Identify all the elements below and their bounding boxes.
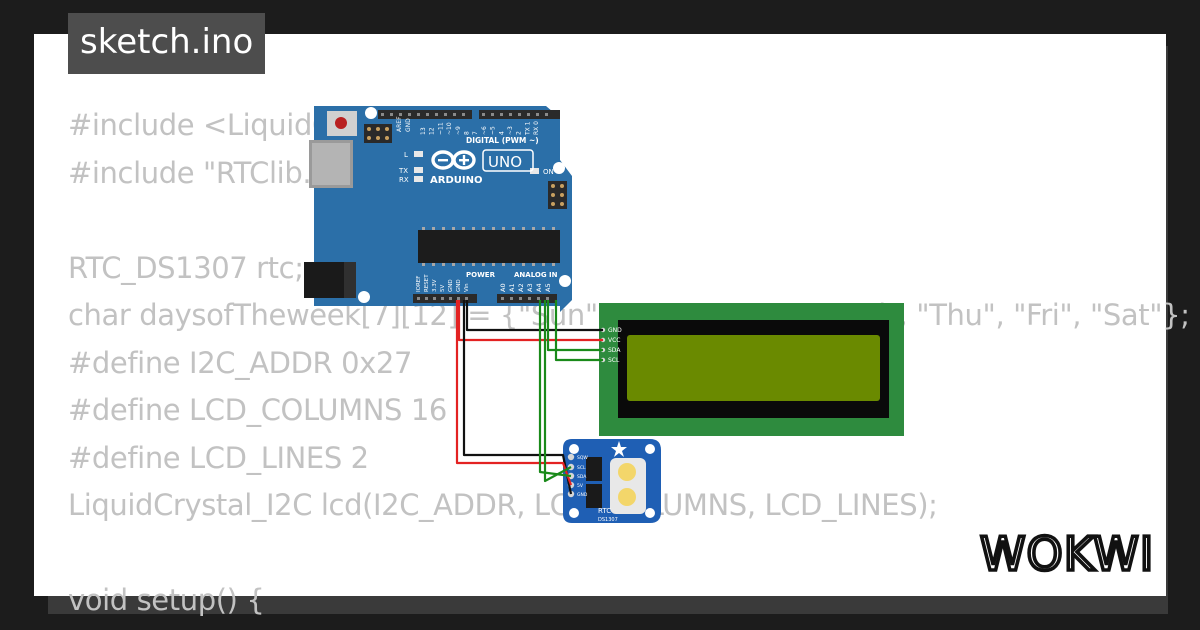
- wire-lcd-scl[interactable]: [554, 300, 603, 362]
- digital-pin-label: ~9: [455, 126, 462, 135]
- power-pin-label: GND: [448, 279, 454, 292]
- power-pin-label: RESET: [424, 274, 430, 292]
- power-pin-label: 3.3V: [432, 279, 438, 292]
- uno-badge: [482, 149, 534, 172]
- power-header: [413, 294, 477, 303]
- usb-port-inner: [312, 143, 350, 185]
- wire-rtc-sda[interactable]: [538, 300, 572, 478]
- mount-hole: [559, 275, 571, 287]
- analog-pin-label: A2: [517, 283, 525, 292]
- digital-pin-label: 8: [464, 131, 471, 135]
- digital-pin-label: 7: [472, 131, 479, 135]
- analog-pin-label: A0: [499, 283, 507, 292]
- wire-rtc-scl[interactable]: [543, 300, 572, 483]
- code-line: #define LCD_LINES 2: [68, 440, 369, 475]
- wokwi-logo-icon: WOKWI: [978, 525, 1155, 583]
- analog-pin-label: A4: [535, 283, 543, 292]
- rtc-ds1307-module[interactable]: SQW SCL SDA 5V GND RTC DS1307: [563, 439, 661, 523]
- digital-header-label: DIGITAL (PWM ~): [466, 136, 539, 145]
- led-rx-label: RX: [399, 176, 409, 184]
- digital-pin-label: ~10: [446, 122, 453, 135]
- code-line: #define LCD_COLUMNS 16: [68, 393, 447, 427]
- power-pin-label: 5V: [440, 285, 446, 292]
- arduino-logo-icon: [431, 150, 476, 170]
- sketch-filename-tab: sketch.ino: [68, 13, 266, 74]
- microcontroller-chip: [418, 230, 560, 263]
- icsp-header-top: [364, 124, 392, 143]
- led-rx: [414, 176, 423, 182]
- reset-button-cap: [335, 117, 347, 129]
- digital-pin-label: TX 1: [524, 121, 531, 136]
- wires: [455, 300, 603, 495]
- rtc-pin-label: SDA: [577, 474, 587, 480]
- led-tx-label: TX: [398, 167, 408, 175]
- digital-pin-label: RX 0: [533, 121, 540, 135]
- led-on-label: ON: [543, 168, 554, 176]
- power-pin-label: Vin: [464, 283, 470, 292]
- lcd-pin-scl: SCL: [608, 357, 620, 364]
- analog-pin-label: A1: [508, 283, 516, 292]
- digital-pin-label: 12: [429, 127, 436, 135]
- pin-label-gnd: GND: [405, 118, 412, 132]
- led-l-label: L: [404, 151, 408, 159]
- icsp-header-right: [548, 181, 567, 209]
- rtc-pin-label: GND: [577, 492, 588, 498]
- pin-label-aref: AREF: [396, 116, 403, 132]
- analog-pin-label: A5: [544, 283, 552, 292]
- rtc-chip: [586, 457, 602, 481]
- rtc-crystal: [586, 484, 602, 508]
- led-on: [530, 168, 539, 174]
- mount-hole: [553, 162, 565, 174]
- code-line: #define I2C_ADDR 0x27: [68, 345, 412, 380]
- digital-pin-label: ~5: [490, 126, 497, 135]
- wire-lcd-sda[interactable]: [546, 300, 603, 352]
- power-header-label: POWER: [466, 271, 496, 279]
- digital-header-left: [378, 110, 472, 119]
- lcd-pin-sda: SDA: [608, 347, 621, 354]
- star-logo-icon: [611, 441, 627, 457]
- wire-rtc-5v[interactable]: [455, 300, 573, 486]
- digital-pin-label: 4: [498, 131, 505, 135]
- wire-lcd-gnd[interactable]: [465, 300, 603, 332]
- code-line: RTC_DS1307 rtc;: [68, 250, 304, 285]
- digital-pin-label: ~11: [437, 122, 444, 135]
- digital-pin-label: 2: [516, 131, 523, 135]
- code-line: void setup() {: [68, 583, 265, 617]
- mount-hole: [365, 107, 377, 119]
- power-pin-label: IOREF: [416, 276, 422, 292]
- rtc-pin-label: 5V: [577, 483, 584, 489]
- analog-header-label: ANALOG IN: [514, 271, 558, 279]
- led-tx: [414, 167, 423, 173]
- lcd-pin-gnd: GND: [608, 327, 622, 334]
- lcd-pin-vcc: VCC: [608, 337, 620, 344]
- power-pin-label: GND: [456, 279, 462, 292]
- arduino-brand: ARDUINO: [430, 175, 482, 186]
- lcd-screen: [627, 335, 880, 401]
- mount-hole: [358, 291, 370, 303]
- analog-header: [497, 294, 557, 303]
- lcd-module[interactable]: GND VCC SDA SCL: [599, 303, 904, 436]
- led-l: [414, 151, 423, 157]
- analog-pin-label: A3: [526, 283, 534, 292]
- digital-pin-label: ~6: [481, 126, 488, 135]
- digital-pin-label: ~3: [507, 126, 514, 135]
- rtc-pin-label: SCL: [577, 465, 586, 471]
- wokwi-logo-text: WOKWI: [980, 527, 1154, 581]
- arduino-model: UNO: [488, 153, 522, 171]
- wokwi-logo: WOKWI: [978, 525, 1155, 584]
- rtc-pin-labels: SQW SCL SDA 5V GND: [577, 455, 588, 498]
- digital-pin-label: 13: [420, 127, 427, 135]
- rtc-label: RTC: [598, 507, 611, 515]
- rtc-pin-label: SQW: [577, 455, 588, 461]
- rtc-chip-label: DS1307: [598, 517, 618, 523]
